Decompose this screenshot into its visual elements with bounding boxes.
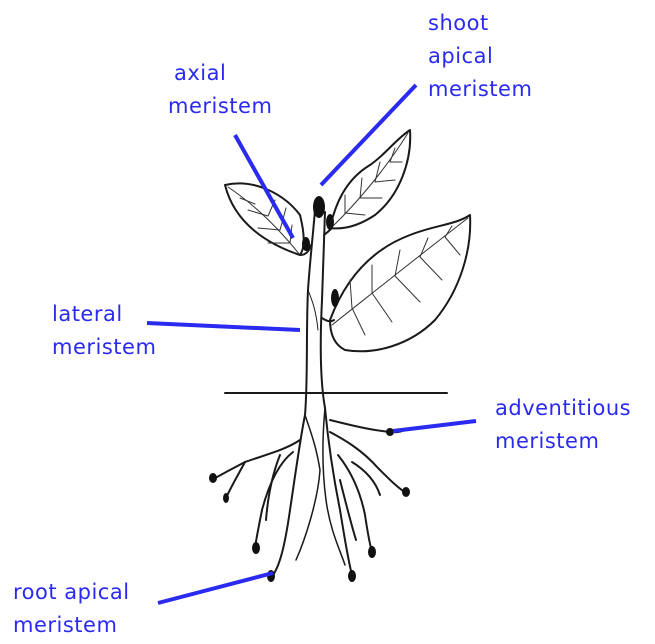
label-line: meristem bbox=[495, 425, 631, 458]
label-line: meristem bbox=[168, 90, 272, 123]
axial-bud-lower bbox=[331, 289, 339, 307]
leaf-large-right bbox=[330, 215, 470, 351]
axial-bud-left bbox=[302, 237, 310, 251]
root-tip bbox=[209, 473, 217, 483]
label-line: axial bbox=[168, 57, 272, 90]
axial-bud-right bbox=[326, 214, 334, 230]
root-tip bbox=[368, 546, 376, 558]
root-tip bbox=[348, 570, 356, 582]
label-line: lateral bbox=[52, 298, 156, 331]
label-line: shoot bbox=[428, 7, 532, 40]
root-apical-pointer bbox=[158, 573, 273, 603]
label-line: apical bbox=[428, 40, 532, 73]
shoot-apex-bud bbox=[313, 196, 325, 218]
label-line: root apical bbox=[13, 576, 130, 609]
lateral-pointer bbox=[147, 323, 300, 330]
axial-meristem-label: axial meristem bbox=[168, 57, 272, 123]
root-system bbox=[212, 408, 410, 575]
lateral-meristem-label: lateral meristem bbox=[52, 298, 156, 364]
label-line: meristem bbox=[52, 331, 156, 364]
label-line: meristem bbox=[428, 73, 532, 106]
adventitious-pointer bbox=[393, 421, 476, 431]
root-tip bbox=[402, 487, 410, 497]
leaf-upper-left bbox=[225, 183, 304, 255]
shoot-apical-meristem-label: shoot apical meristem bbox=[428, 7, 532, 106]
label-line: meristem bbox=[13, 609, 130, 642]
label-line: adventitious bbox=[495, 392, 631, 425]
adventitious-meristem-label: adventitious meristem bbox=[495, 392, 631, 458]
root-apical-meristem-label: root apical meristem bbox=[13, 576, 130, 642]
root-tip bbox=[252, 542, 260, 554]
leaf-upper-right bbox=[330, 130, 410, 228]
root-tip bbox=[223, 493, 229, 503]
